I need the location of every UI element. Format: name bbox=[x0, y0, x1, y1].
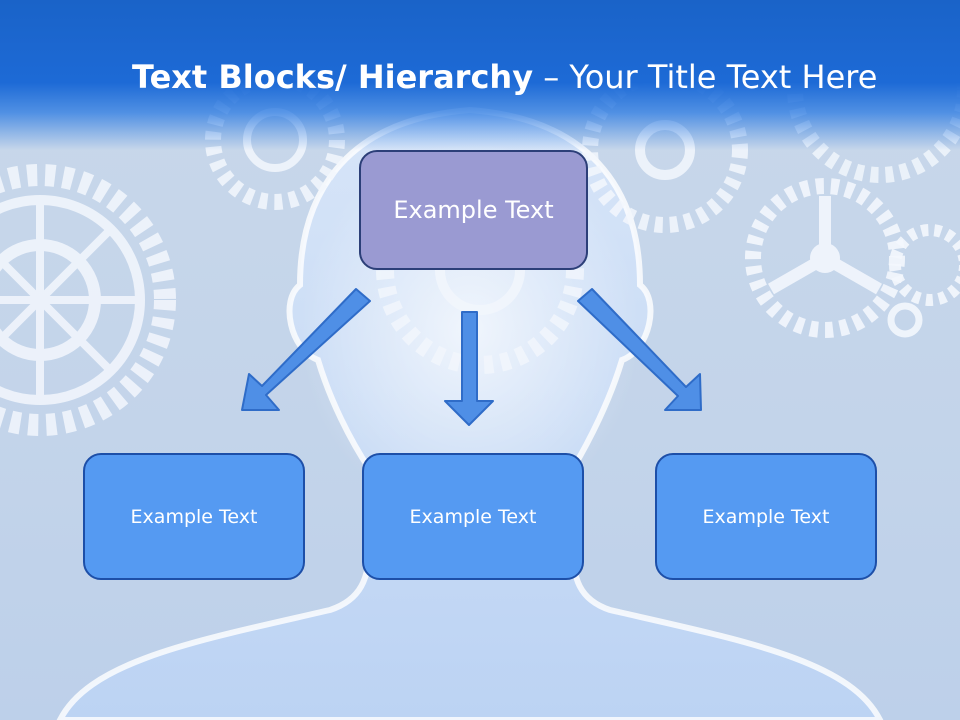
slide-title: Text Blocks/ Hierarchy – Your Title Text… bbox=[132, 54, 877, 100]
title-bar bbox=[0, 0, 960, 150]
down-arrow-icon bbox=[577, 288, 702, 411]
child-box-right: Example Text bbox=[655, 453, 877, 580]
down-arrow-icon bbox=[444, 311, 494, 426]
gear-icon bbox=[889, 224, 960, 306]
child-box-left: Example Text bbox=[83, 453, 305, 580]
down-arrow-icon bbox=[241, 288, 371, 411]
title-bold: Text Blocks/ Hierarchy bbox=[132, 58, 534, 96]
gear-icon bbox=[0, 164, 176, 436]
title-rest: – Your Title Text Here bbox=[533, 58, 878, 96]
top-box: Example Text bbox=[359, 150, 588, 270]
gear-icon bbox=[887, 302, 923, 338]
child-box-center: Example Text bbox=[362, 453, 584, 580]
